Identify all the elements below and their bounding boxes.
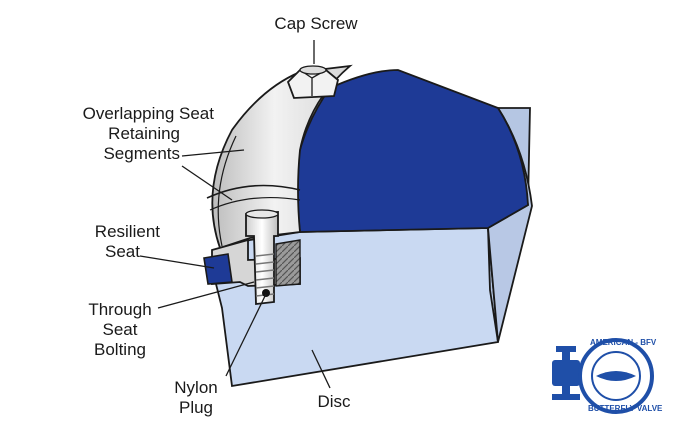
label-nylon-plug: Nylon Plug [174, 378, 218, 417]
logo-text-bottom: BUTTERFLY VALVE [588, 404, 663, 413]
through-seat-bolt [245, 211, 279, 306]
label-through-seat-bolting: Through Seat Bolting [88, 300, 152, 359]
retaining-ring [211, 64, 353, 250]
logo-text-top: AMERICAN - BFV [590, 338, 657, 347]
disc-upper-blue [293, 69, 529, 233]
thread-region [275, 239, 301, 287]
bolt-threads [255, 253, 275, 297]
nylon-plug-dot [262, 289, 270, 297]
american-bfv-logo [552, 338, 654, 414]
leader-lines [139, 40, 331, 389]
resilient-seat [203, 253, 233, 285]
label-cap-screw: Cap Screw [274, 14, 358, 33]
ring-inner-arc [217, 135, 237, 247]
segment-joint [206, 184, 301, 199]
label-disc: Disc [317, 392, 351, 411]
label-resilient-seat: Resilient Seat [94, 222, 160, 261]
label-overlapping-seat-segments: Overlapping Seat Retaining Segments [82, 104, 214, 163]
